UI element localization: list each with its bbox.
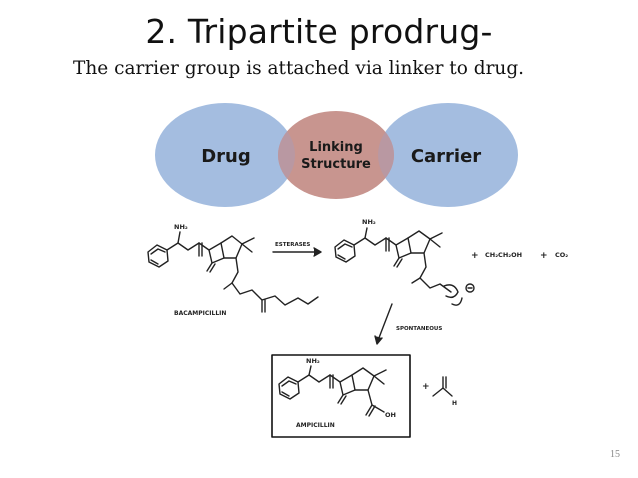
ampicillin-box [271,354,411,438]
byproduct-co2: CO₂ [555,251,568,259]
carrier-circle [378,103,518,207]
page-number: 15 [610,449,620,460]
drug-label: Drug [201,146,251,167]
bacampicillin-structure [147,231,319,313]
slide-subtitle: The carrier group is attached via linker… [73,58,525,79]
esterases-arrow [272,247,322,257]
linking-label-line1: Linking [309,140,363,155]
product-name: AMPICILLIN [296,422,335,429]
byproduct-ethanol: CH₂CH₂OH [485,251,522,259]
acetaldehyde-h-label: H [452,400,457,407]
ampicillin-structure [278,365,387,417]
carrier-label: Carrier [411,146,481,167]
ampicillin-oh-label: OH [385,411,396,419]
reactant-nh2-label: NH₂ [174,223,188,231]
plus-sign-3: + [422,382,430,392]
intermediate-nh2-label: NH₂ [362,218,376,226]
drug-circle [155,103,295,207]
slide-title: 2. Tripartite prodrug- [145,12,493,51]
intermediate-structure [334,227,475,306]
linking-circle [278,111,394,199]
acetaldehyde-structure [432,376,453,397]
plus-sign-1: + [471,251,479,261]
plus-sign-2: + [540,251,548,261]
linking-label-line2: Structure [301,157,371,172]
spontaneous-label: SPONTANEOUS [396,326,442,332]
esterases-label: ESTERASES [275,242,310,248]
ampicillin-nh2-label: NH₂ [306,357,320,365]
spontaneous-arrow [374,303,393,345]
reactant-name: BACAMPICILLIN [174,310,226,317]
